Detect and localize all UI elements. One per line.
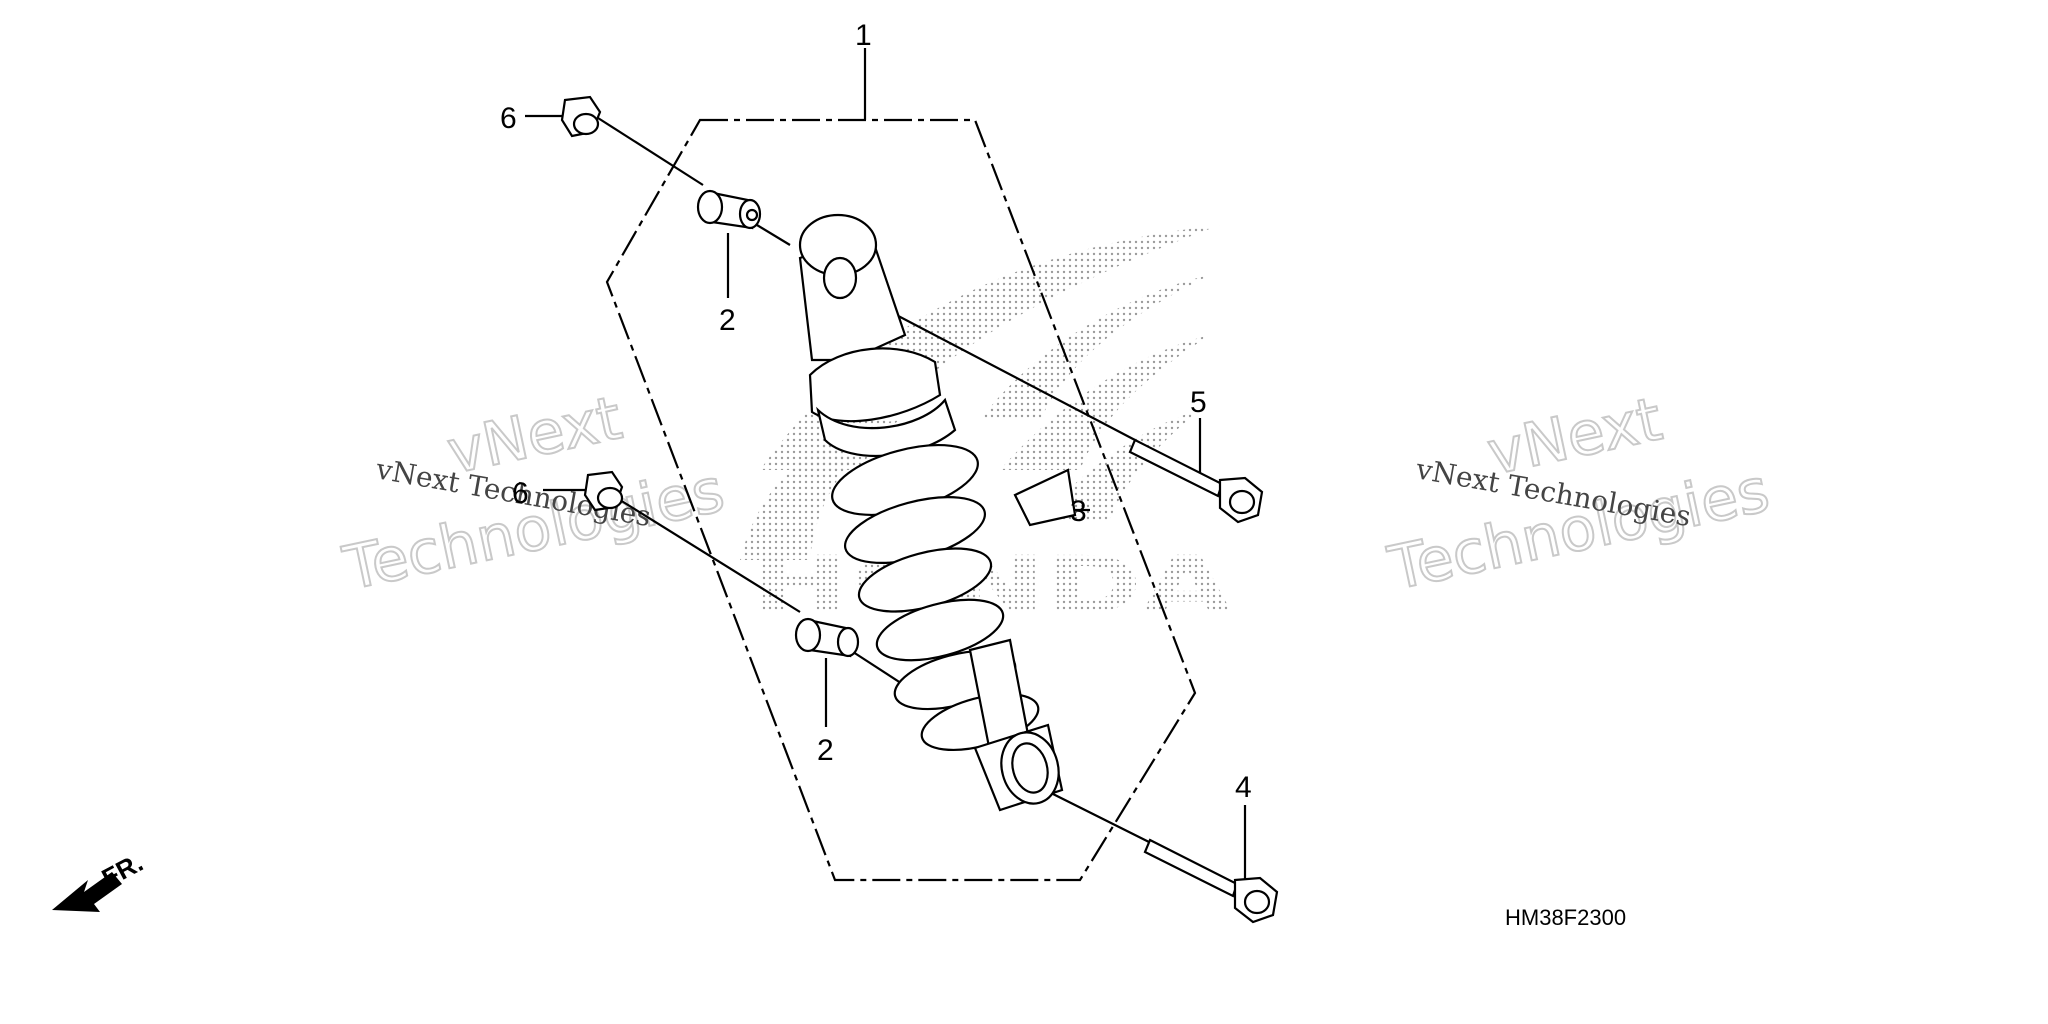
callout-6-upper: 6	[500, 102, 517, 135]
part-2-bushing-lower	[794, 617, 860, 658]
diagram-code: HM38F2300	[1505, 905, 1626, 930]
shock-spring	[831, 444, 1040, 754]
part-6-nut-upper	[560, 95, 602, 138]
callout-2-lower: 2	[817, 734, 834, 767]
part-6-nut-lower	[583, 470, 624, 512]
callout-3: 3	[1070, 495, 1087, 528]
part-2-bushing-upper	[696, 189, 762, 230]
part-5-bolt	[1128, 438, 1264, 524]
front-direction-arrow: FR.	[52, 847, 148, 912]
callout-2-upper: 2	[719, 304, 736, 337]
assembly-boundary	[605, 118, 1197, 882]
callout-4: 4	[1235, 771, 1252, 804]
callout-6-lower: 6	[512, 477, 529, 510]
part-1-shock-absorber	[798, 213, 1064, 812]
callout-5: 5	[1190, 386, 1207, 419]
callout-1: 1	[855, 19, 872, 52]
part-3-label	[1013, 468, 1077, 527]
part-4-bolt	[1143, 838, 1279, 924]
